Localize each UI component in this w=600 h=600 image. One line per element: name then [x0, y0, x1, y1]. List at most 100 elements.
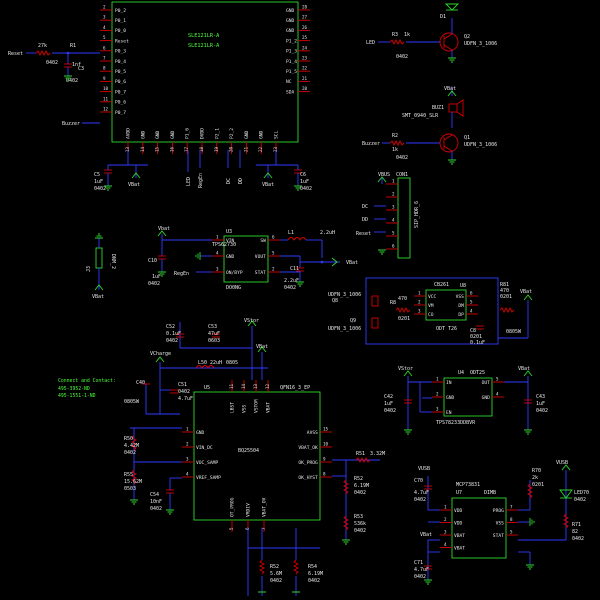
l50-package: 0805 [226, 360, 238, 366]
c6-package: 0402 [300, 186, 312, 192]
j3-jumper[interactable]: J3 DNM_2 VBat [86, 233, 116, 300]
mcu-bottom-pins: 13AVDD14GND15GND16GND17P1_618DVDD19P2_12… [125, 128, 280, 154]
q2-led-driver[interactable]: LED R3 1k 0402 Q2 UDFN_3_1006 D1 [366, 3, 497, 63]
mcu-right-pin-label: P1_3 [286, 49, 297, 55]
con1-part: SIP_HDR_6 [414, 201, 420, 228]
u5-right-pin-label: OK_PROG [298, 460, 318, 466]
c52-package: 0402 [166, 338, 178, 344]
dc-net-label: DC [226, 178, 232, 184]
u4-tps78233[interactable]: U4 ODT25 TPS78233DDBVR 1IN2GND3EN5OUT4GN… [384, 366, 548, 435]
reset-label: Reset [8, 51, 23, 57]
u5-top-pin-label: VSS [242, 404, 248, 413]
mcu-right-pin-number: 25 [302, 35, 308, 40]
u5-top-pin-label: VSTOR [254, 399, 260, 413]
c70-value: 4.7uF [414, 490, 429, 496]
c10-package: 0402 [148, 281, 160, 287]
j3-vbat-label: VBat [92, 294, 104, 300]
u3-left-pin-label: GND [226, 254, 235, 260]
c54-ref: C54 [150, 492, 159, 498]
mcu-right-pin-label: P1_5 [286, 69, 297, 75]
dd-net-label: DD [238, 178, 244, 184]
con1-pin-number: 5 [392, 231, 395, 236]
u3-right-pin-number: 2 [272, 267, 275, 272]
q1-buzzer-driver[interactable]: VBat BUZ1 SMT_0940_SLR Buzzer R2 1k 0402… [362, 86, 497, 165]
u3-tps62730[interactable]: U3 TPS62730 DO0NG 1VIN4GND3ON/BYP6SW5VOU… [148, 226, 358, 291]
buz1-part: SMT_0940_SLR [402, 113, 439, 119]
u7-mcp73831[interactable]: U7 MCP73831 DIMB 1VDD2VDD3VBAT4VBAT7PROG… [414, 460, 589, 585]
q1-ref: Q1 [464, 135, 470, 141]
vcharge-label: VCharge [150, 351, 171, 357]
u5-left-pin-label: GND [196, 430, 205, 436]
mcu-bottom-pin-label: SCL [274, 130, 280, 139]
mcu-left-pin-label: P0_4 [115, 59, 126, 65]
u3-left-pin-number: 4 [216, 251, 219, 256]
mcu-right-pin-label: SDA [286, 89, 295, 95]
mcu-sle121[interactable]: SLE121LR-A SLE121LR-A 2P0_23P0_14P0_05Re… [100, 1, 310, 154]
u3-vbat-out-label: VBat [346, 260, 358, 266]
regen-net-label: RegEn [198, 173, 204, 188]
u8-left-pin-label: VM [428, 303, 434, 309]
r51-ref: R51 [356, 451, 365, 457]
mcu-left-pin-number: 4 [103, 25, 106, 30]
c42-value: 1uF [384, 401, 393, 407]
vbat-label-u5: VBat [256, 344, 268, 350]
mcu-right-pin-label: GND [286, 8, 295, 14]
u4-name: TPS78233DDBVR [436, 420, 476, 426]
r1-value: 27k [38, 43, 47, 49]
u3-right-pin-number: 6 [272, 235, 275, 240]
c53-value: 47uF [208, 331, 220, 337]
c43-ref: C43 [536, 394, 545, 400]
u5-left-pin-number: 4 [186, 472, 189, 477]
u8-left-pin-label: VCC [428, 294, 437, 300]
mcu-bottom-pin-label: GND [244, 130, 250, 139]
mcu-right-pin-number: 24 [302, 45, 308, 50]
r70-package: 0201 [532, 482, 544, 488]
u4-left-pin-number: 3 [436, 407, 439, 412]
u7-right-pin-number: 7 [510, 505, 513, 510]
r8-value: 470 [398, 296, 407, 302]
u5-bq25504[interactable]: U5 QFN16_3_EP BQ25504 11LBST14VSS13VSTOR… [182, 380, 332, 532]
mcu-left-pin-label: Reset [115, 38, 129, 44]
con1-dd: DD [362, 217, 368, 223]
mcu-left-pin-number: 3 [103, 15, 106, 20]
r5x-ref: R52 [270, 564, 279, 570]
mcu-left-pin-label: P0_7 [115, 110, 126, 116]
led70-package: 0402 [574, 497, 586, 503]
mcu-left-pin-label: P0_2 [115, 8, 126, 14]
c6-vbat-label: VBat [262, 182, 274, 188]
mcu-left-pin-label: P0_7 [115, 89, 126, 95]
mcu-bottom-pin-label: GND [155, 130, 161, 139]
c11-package: 0402 [284, 285, 296, 291]
con1-reset: Reset [356, 231, 371, 237]
u5-right-pin-label: VBAT_OK [298, 445, 318, 451]
r50-ref: R50 [124, 436, 133, 442]
r51-value: 3.32M [370, 451, 385, 457]
c6-value: 1uF [300, 179, 309, 185]
con1-vbus: VBUS [378, 172, 390, 178]
l50-ref: L50 [198, 360, 207, 366]
q2-r-value: 1k [404, 32, 410, 38]
q1-buzzer-net: Buzzer [362, 141, 380, 147]
r52-package: 0402 [354, 490, 366, 496]
r50-value: 4.42M [124, 443, 139, 449]
c8-ref: C8 [470, 328, 476, 334]
q1-vbat-label: VBat [444, 86, 456, 92]
u8-left-pin-number: 1 [418, 291, 421, 296]
c6-ref: C6 [300, 172, 306, 178]
mcu-bottom-pin-number: 19 [214, 146, 219, 152]
mcu-bottom-pin-number: 18 [199, 146, 204, 152]
mcu-left-pin-number: 8 [103, 66, 106, 71]
mcu-bottom-nets: C5 1uF 0402 VBat LED RegEn DC DD C6 1uF … [94, 150, 312, 192]
c11-ref: C11 [290, 266, 299, 272]
q8-label: Q8 [332, 298, 338, 304]
u8-right-pin-label: VSS [456, 294, 465, 300]
mcu-left-pin-label: P0_1 [115, 18, 126, 24]
u3-right-pin-label: STAT [255, 270, 266, 276]
u5-top-pin-number: 14 [241, 383, 246, 389]
u3-left-pin-number: 1 [216, 235, 219, 240]
mcu-left-pins: 2P0_23P0_14P0_05Reset6P0_37P0_48P0_59P0_… [100, 5, 129, 116]
